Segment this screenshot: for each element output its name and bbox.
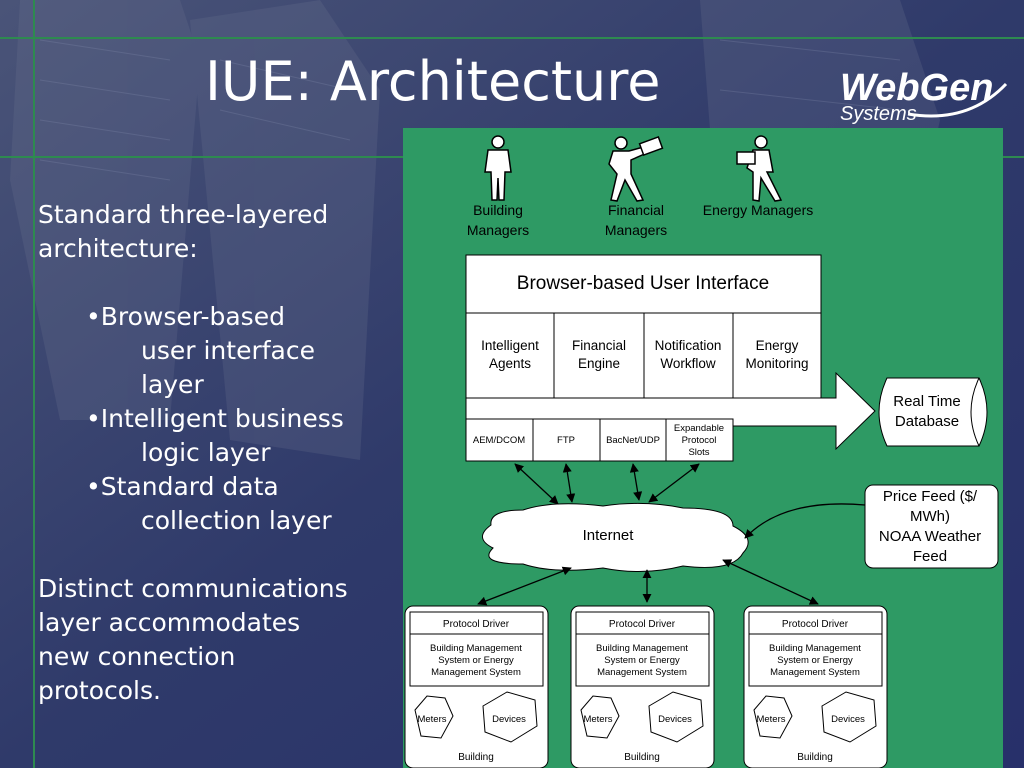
bullet-continuation: user interface (141, 336, 315, 365)
bms-label: Management System (597, 667, 687, 678)
protocol-box (532, 418, 601, 462)
module-label: Workflow (660, 356, 716, 371)
architecture-diagram: Building Managers Financial Managers Ene… (403, 128, 1003, 768)
outro-line: protocols. (38, 676, 161, 705)
outro-line: new connection (38, 642, 236, 671)
module-box (553, 312, 645, 399)
module-box (465, 312, 555, 399)
meters-label: Meters (756, 714, 785, 725)
module-label: Financial (572, 338, 626, 353)
devices-hexagon (821, 691, 877, 743)
bms-label: System or Energy (604, 655, 680, 666)
bms-box (748, 633, 883, 687)
feed-box (864, 484, 999, 569)
meters-hexagon (753, 695, 793, 739)
browser-ui-box (465, 254, 822, 314)
bms-box (409, 633, 544, 687)
bms-label: Management System (770, 667, 860, 678)
database-icon (878, 377, 988, 447)
bms-label: Building Management (769, 643, 861, 654)
protocol-box (599, 418, 667, 462)
bullet-continuation: logic layer (141, 438, 271, 467)
user-label: Managers (605, 222, 667, 238)
database-label: Database (895, 413, 959, 430)
module-label: Engine (578, 356, 620, 371)
intro-line: architecture: (38, 234, 198, 263)
protocol-driver-label: Protocol Driver (782, 619, 849, 630)
building-label: Building (797, 752, 833, 763)
feed-label: MWh) (910, 508, 950, 525)
bms-label: System or Energy (777, 655, 853, 666)
protocol-driver-label: Protocol Driver (609, 619, 676, 630)
bullet-text: Standard data (100, 472, 279, 501)
browser-ui-label: Browser-based User Interface (517, 273, 769, 294)
feed-label: Feed (913, 548, 947, 565)
user-label: Financial (608, 202, 664, 218)
user-label: Managers (467, 222, 529, 238)
bullet-text: Browser-based (100, 302, 285, 331)
protocol-label: BacNet/UDP (606, 435, 660, 446)
bullet-item: •Browser-based (86, 302, 285, 331)
database-label: Real Time (893, 393, 961, 410)
slide-text: Standard three-layered architecture: •Br… (38, 198, 398, 708)
user-label: Energy Managers (703, 202, 814, 218)
bullet-text: Intelligent business (100, 404, 344, 433)
devices-label: Devices (658, 714, 692, 725)
devices-hexagon (482, 691, 538, 743)
module-label: Intelligent (481, 338, 539, 353)
meters-label: Meters (417, 714, 446, 725)
bms-box (575, 633, 710, 687)
bms-label: Management System (431, 667, 521, 678)
feed-label: Price Feed ($/ (883, 488, 978, 505)
logo-text-2: Systems (840, 103, 917, 125)
outro-line: Distinct communications (38, 574, 348, 603)
slide-title: IUE: Architecture (205, 50, 661, 113)
protocol-label: Protocol (682, 435, 717, 446)
devices-hexagon (648, 691, 704, 743)
energy-manager-icon (736, 135, 783, 202)
internet-cloud (482, 502, 749, 573)
devices-label: Devices (492, 714, 526, 725)
bullet-continuation: collection layer (141, 506, 332, 535)
protocol-label: Slots (688, 447, 709, 458)
protocol-label: FTP (557, 435, 575, 446)
bullet-item: •Intelligent business (86, 404, 344, 433)
building-manager-icon (484, 135, 512, 201)
building-label: Building (458, 752, 494, 763)
logo-text-1: WebGen (840, 67, 993, 109)
bms-label: Building Management (596, 643, 688, 654)
bms-label: System or Energy (438, 655, 514, 666)
module-label: Notification (655, 338, 722, 353)
module-label: Energy (756, 338, 799, 353)
protocol-driver-label: Protocol Driver (443, 619, 510, 630)
outro-line: layer accommodates (38, 608, 301, 637)
bullet-continuation: layer (141, 370, 204, 399)
protocol-box (465, 418, 534, 462)
module-label: Agents (489, 356, 531, 371)
user-label: Building (473, 202, 523, 218)
bms-label: Building Management (430, 643, 522, 654)
protocol-box (665, 418, 734, 462)
protocol-label: AEM/DCOM (473, 435, 525, 446)
intro-line: Standard three-layered (38, 200, 329, 229)
module-box (732, 312, 822, 399)
devices-label: Devices (831, 714, 865, 725)
meters-label: Meters (583, 714, 612, 725)
module-box (643, 312, 734, 399)
meters-hexagon (414, 695, 454, 739)
protocol-label: Expandable (674, 423, 724, 434)
module-label: Monitoring (745, 356, 808, 371)
meters-hexagon (580, 695, 620, 739)
building-label: Building (624, 752, 660, 763)
feed-label: NOAA Weather (879, 528, 981, 545)
internet-label: Internet (583, 527, 635, 544)
bullet-item: •Standard data (86, 472, 279, 501)
webgen-logo: WebGen Systems (838, 62, 1008, 130)
financial-manager-icon (608, 135, 664, 202)
